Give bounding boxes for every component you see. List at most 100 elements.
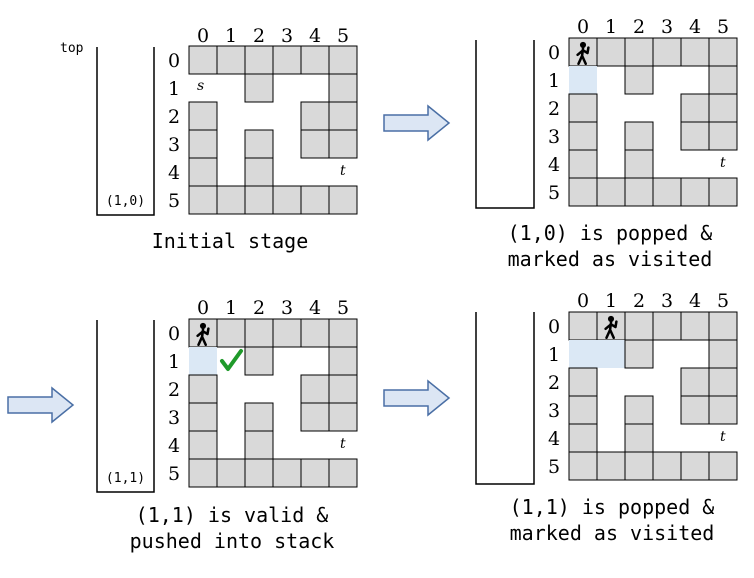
maze-wall-cell	[624, 395, 654, 425]
row-label: 2	[548, 98, 560, 120]
maze-wall-cell	[708, 177, 738, 207]
maze-wall-cell	[188, 430, 218, 460]
maze-wall-cell	[624, 121, 654, 151]
column-label: 5	[717, 16, 729, 38]
maze-wall-cell	[188, 458, 218, 488]
maze-wall-cell	[708, 121, 738, 151]
target-label: t	[340, 163, 346, 179]
maze-wall-cell	[188, 185, 218, 215]
column-label: 2	[253, 297, 265, 319]
maze-wall-cell	[708, 311, 738, 341]
column-label: 4	[309, 25, 321, 47]
maze-wall-cell	[188, 129, 218, 159]
maze-wall-cell	[244, 430, 274, 460]
maze-wall-cell	[300, 129, 330, 159]
row-label: 2	[168, 379, 180, 401]
column-label: 1	[605, 16, 617, 38]
column-label: 4	[689, 290, 701, 312]
column-label: 5	[337, 297, 349, 319]
row-label: 1	[168, 351, 180, 373]
row-label: 5	[548, 456, 560, 478]
column-label: 0	[577, 16, 589, 38]
stack-item: (1,0)	[106, 194, 145, 209]
maze-wall-cell	[680, 395, 710, 425]
column-label: 0	[197, 297, 209, 319]
panel-caption: (1,1) is popped &	[510, 495, 715, 519]
maze-wall-cell	[624, 339, 654, 369]
column-label: 1	[225, 297, 237, 319]
maze-wall-cell	[300, 318, 330, 348]
row-label: 0	[548, 316, 560, 338]
visited-cell	[597, 340, 625, 368]
right-arrow-icon	[7, 386, 75, 424]
maze-wall-cell	[624, 149, 654, 179]
maze-wall-cell	[244, 185, 274, 215]
maze-wall-cell	[300, 45, 330, 75]
row-label: 4	[548, 428, 560, 450]
maze-wall-cell	[708, 37, 738, 67]
maze-wall-cell	[568, 367, 598, 397]
maze-wall-cell	[244, 73, 274, 103]
maze-wall-cell	[272, 185, 302, 215]
stack-top-label: top	[60, 41, 84, 56]
maze-wall-cell	[272, 318, 302, 348]
maze-wall-cell	[708, 367, 738, 397]
maze-wall-cell	[568, 423, 598, 453]
maze-wall-cell	[188, 45, 218, 75]
maze-wall-cell	[680, 177, 710, 207]
maze-wall-cell	[680, 367, 710, 397]
row-label: 4	[548, 154, 560, 176]
checkmark-icon	[220, 349, 243, 371]
maze-wall-cell	[328, 346, 358, 376]
maze-wall-cell	[328, 73, 358, 103]
panel-caption: (1,0) is popped &	[508, 221, 713, 245]
maze-wall-cell	[624, 65, 654, 95]
maze-wall-cell	[680, 311, 710, 341]
visited-cell	[569, 66, 597, 94]
column-label: 5	[337, 25, 349, 47]
maze-wall-cell	[300, 458, 330, 488]
maze-wall-cell	[624, 423, 654, 453]
maze-wall-cell	[300, 402, 330, 432]
column-label: 1	[605, 290, 617, 312]
maze-wall-cell	[216, 45, 246, 75]
column-label: 4	[309, 297, 321, 319]
panel-caption: marked as visited	[510, 521, 715, 545]
right-arrow-icon	[383, 104, 451, 142]
maze-wall-cell	[244, 318, 274, 348]
maze-wall-cell	[216, 185, 246, 215]
maze-wall-cell	[596, 177, 626, 207]
row-label: 1	[168, 78, 180, 100]
maze-wall-cell	[568, 121, 598, 151]
maze-wall-cell	[652, 451, 682, 481]
arrow-p1-to-p2	[383, 104, 451, 142]
target-label: t	[720, 155, 726, 171]
row-label: 0	[168, 323, 180, 345]
start-label: s	[197, 78, 204, 94]
maze-wall-cell	[708, 339, 738, 369]
maze-wall-cell	[244, 157, 274, 187]
maze-wall-cell	[216, 318, 246, 348]
maze-wall-cell	[596, 37, 626, 67]
maze-wall-cell	[300, 374, 330, 404]
stack-container	[96, 47, 155, 216]
stack-item: (1,1)	[106, 471, 145, 486]
stack-container	[96, 320, 155, 493]
row-label: 1	[548, 70, 560, 92]
maze-wall-cell	[244, 129, 274, 159]
visited-cell	[189, 347, 217, 375]
column-label: 2	[633, 16, 645, 38]
row-label: 3	[168, 134, 180, 156]
maze-wall-cell	[188, 101, 218, 131]
maze-wall-cell	[568, 177, 598, 207]
maze-wall-cell	[652, 311, 682, 341]
column-label: 3	[281, 297, 293, 319]
maze-wall-cell	[328, 402, 358, 432]
maze-wall-cell	[328, 318, 358, 348]
target-label: t	[340, 436, 346, 452]
maze-wall-cell	[272, 458, 302, 488]
column-label: 4	[689, 16, 701, 38]
row-label: 0	[548, 42, 560, 64]
